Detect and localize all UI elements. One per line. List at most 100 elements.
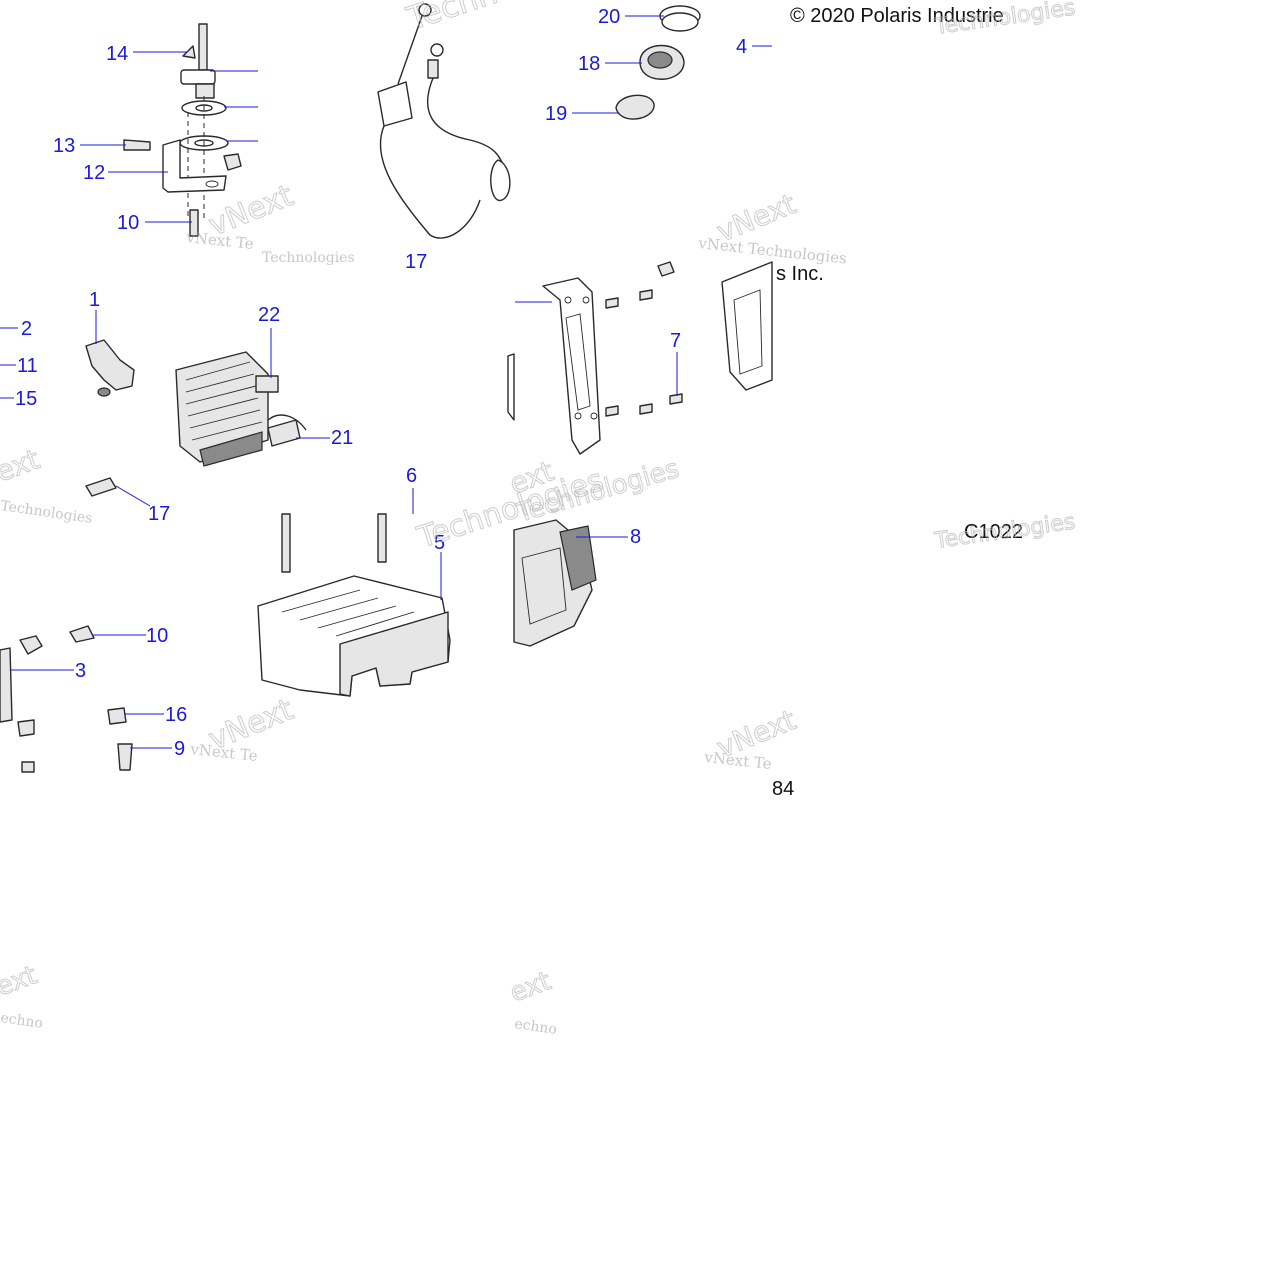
callout-10-bottom: 10	[146, 625, 168, 647]
part-14-cap	[182, 45, 196, 59]
watermark-big-9: Technologies	[932, 510, 1076, 555]
tile-regulator: 2 11 15 1 22 21 17 ext Technologies	[0, 289, 353, 527]
tile-mounting-plate: 7 s Inc. vNext Technologies vNext	[507, 187, 848, 455]
callout-8: 8	[630, 526, 641, 548]
strap-left	[281, 513, 291, 573]
callout-7: 7	[670, 330, 681, 352]
lead-3	[379, 125, 481, 239]
callout-2: 2	[21, 318, 32, 340]
callout-21: 21	[331, 427, 353, 449]
tile-ignition-coil: 17 Technologies Technologies	[262, 0, 610, 273]
drawing-code: C1022	[964, 521, 1023, 543]
watermark-brand-9: echno	[513, 1016, 557, 1038]
sensor-neck	[195, 83, 215, 99]
ecu-cover-inner	[733, 289, 763, 375]
callout-20: 20	[598, 6, 620, 28]
part-16-nut	[107, 707, 127, 725]
regulator-fins	[185, 361, 263, 441]
tile-fasteners: 10 3 16 9 vNext Te vNext	[0, 625, 299, 773]
tile-sensor-stack: 14 13 12 10 vNext Te vNext	[53, 23, 299, 253]
lead-2	[426, 77, 506, 171]
watermark-brand-2: Technologies	[262, 250, 355, 266]
ecu-connector-block	[559, 525, 597, 591]
tile-ecu-module: 8 ext Technologies	[505, 453, 683, 647]
callout-13: 13	[53, 135, 75, 157]
plate-edge	[507, 353, 515, 421]
copyright-notice: © 2020 Polaris Industrie	[790, 5, 1004, 27]
part-10-rivet	[69, 625, 95, 643]
part-12-bracket	[162, 139, 227, 193]
regulator-lead	[267, 414, 307, 431]
callout-19: 19	[545, 103, 567, 125]
callout-18: 18	[578, 53, 600, 75]
nut-2	[17, 719, 35, 737]
plate-hole-4	[590, 412, 598, 420]
lead-1	[397, 15, 423, 85]
callout-1: 1	[89, 289, 100, 311]
callout-5: 5	[434, 532, 445, 554]
leader-17b	[115, 485, 151, 507]
part-20-ring-lower	[661, 12, 699, 32]
plate-hole-2	[582, 296, 590, 304]
callout-9: 9	[174, 738, 185, 760]
part-13-bolt	[123, 139, 151, 151]
watermark-big-2: Technologies	[402, 0, 610, 38]
watermark-big-12: ext	[0, 960, 41, 1002]
part-1-tip	[97, 387, 111, 397]
part-5-cover-side	[339, 611, 449, 697]
callout-6: 6	[406, 465, 417, 487]
sensor-body	[180, 69, 216, 85]
part-18-socket-face	[647, 51, 673, 69]
callout-16: 16	[165, 704, 187, 726]
watermark-brand-4: Technologies	[0, 498, 93, 527]
ring-terminal-1	[418, 3, 432, 17]
callout-14: 14	[106, 43, 128, 65]
regulator-base	[199, 431, 263, 467]
cover-ribs	[281, 589, 415, 637]
watermark-big-13: ext	[506, 966, 555, 1008]
ecu-cover-side	[721, 261, 773, 391]
part-10-screw	[189, 209, 199, 237]
terminal-sleeve	[427, 59, 439, 79]
part-14-pin	[198, 23, 208, 71]
nut	[223, 153, 242, 171]
part-1-sensor	[85, 339, 135, 391]
push-rivet-1	[19, 635, 43, 655]
ring-terminal-2	[430, 43, 444, 57]
part-17-fitting	[85, 477, 117, 497]
strap-right	[377, 513, 387, 563]
screw-1	[605, 297, 619, 309]
mounting-plate	[542, 277, 601, 455]
callout-3: 3	[75, 660, 86, 682]
callout-15: 15	[15, 388, 37, 410]
screw-3	[605, 405, 619, 417]
part-7-screw	[669, 393, 683, 405]
screw-4	[639, 403, 653, 415]
regulator-plug	[267, 419, 301, 447]
callout-17-mid: 17	[148, 503, 170, 525]
plate-slot	[565, 313, 591, 411]
part-3-edge	[0, 647, 13, 723]
coil-body	[377, 81, 413, 127]
connector-plug	[490, 159, 511, 201]
nut-top	[657, 261, 675, 277]
company-fragment: s Inc.	[776, 263, 824, 285]
ecu-module-face	[521, 547, 567, 625]
callout-22: 22	[258, 304, 280, 326]
screw-2	[639, 289, 653, 301]
part-19-cap	[615, 94, 655, 120]
page-number-fragment: 84	[772, 778, 794, 800]
nut-3	[21, 761, 35, 773]
callout-4: 4	[736, 36, 747, 58]
part-9-screw	[117, 743, 133, 771]
watermark-big-4: ext	[0, 442, 44, 488]
tile-sockets: 20 18 19 4	[545, 5, 772, 125]
callout-10-top: 10	[117, 212, 139, 234]
plate-hole-3	[574, 412, 582, 420]
callout-17-top: 17	[405, 251, 427, 273]
part-22-connector	[255, 375, 279, 393]
callout-11: 11	[17, 355, 38, 377]
callout-12: 12	[83, 162, 105, 184]
watermark-brand-8: echno	[0, 1010, 44, 1032]
